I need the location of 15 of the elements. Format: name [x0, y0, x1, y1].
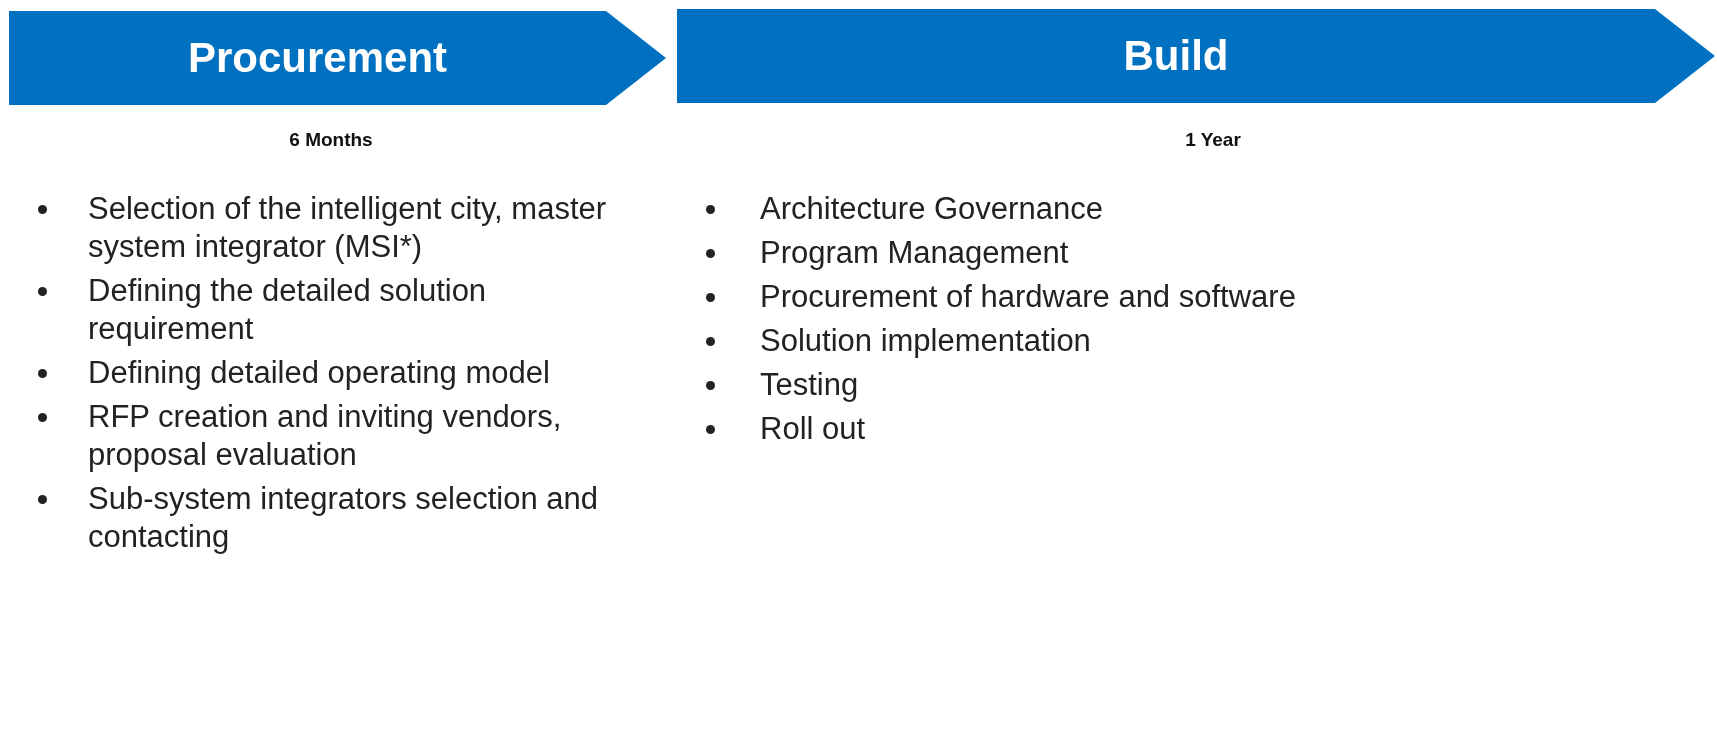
bullet-item: Defining the detailed solution requirement [88, 272, 648, 348]
bullet-item: Selection of the intelligent city, master system integrator (MSI*) [88, 190, 648, 266]
bullet-item: Testing [760, 366, 1660, 404]
phase-title: Build [1123, 32, 1230, 80]
bullet-item: Sub-system integrators selection and contacting [88, 480, 648, 556]
phase-title: Procurement [187, 34, 449, 82]
bullet-item: Roll out [760, 410, 1660, 448]
bullet-item: Procurement of hardware and software [760, 278, 1660, 316]
duration-label: 6 Months [289, 129, 373, 151]
bullet-item: Solution implementation [760, 322, 1660, 360]
duration-label: 1 Year [1185, 129, 1241, 151]
bullet-item: Program Management [760, 234, 1660, 272]
bullet-item: RFP creation and inviting vendors, proposal evaluation [88, 398, 648, 474]
bullet-item: Architecture Governance [760, 190, 1660, 228]
bullet-item: Defining detailed operating model [88, 354, 648, 392]
